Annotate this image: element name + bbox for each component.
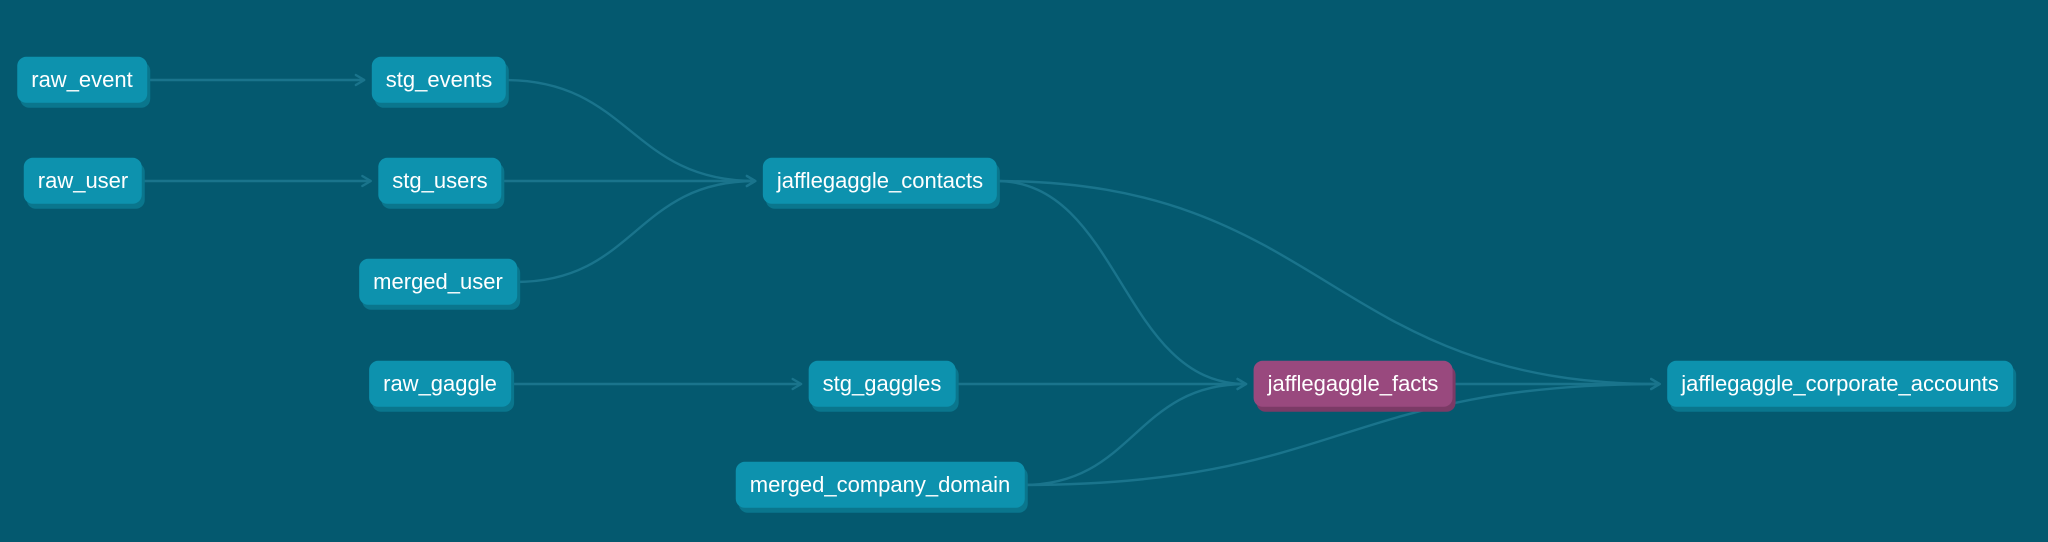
node-label: raw_user	[37, 167, 129, 193]
dag-node-stg_users[interactable]: stg_users	[378, 157, 502, 205]
node-label: stg_users	[392, 167, 488, 193]
edge-merged_company_domain-to-jafflegaggle_facts	[1022, 377, 1248, 487]
node-label: jafflegaggle_facts	[1267, 370, 1439, 396]
node-label: raw_gaggle	[383, 370, 497, 396]
dag-node-raw_event[interactable]: raw_event	[17, 56, 147, 104]
node-label: raw_event	[31, 66, 133, 92]
edge-jafflegaggle_contacts-to-jafflegaggle_facts	[994, 179, 1248, 391]
node-label: stg_gaggles	[822, 370, 942, 396]
dag-node-jafflegaggle_facts[interactable]: jafflegaggle_facts	[1253, 360, 1453, 408]
dag-node-raw_gaggle[interactable]: raw_gaggle	[369, 360, 511, 408]
edge-stg_events-to-jafflegaggle_contacts	[504, 78, 757, 188]
node-label: merged_company_domain	[749, 471, 1011, 497]
node-label: jafflegaggle_contacts	[776, 167, 984, 193]
edge-merged_company_domain-to-jafflegaggle_corporate_accounts	[1022, 377, 1661, 487]
node-label: jafflegaggle_corporate_accounts	[1681, 370, 1999, 396]
edge-jafflegaggle_contacts-to-jafflegaggle_corporate_accounts	[994, 179, 1661, 391]
dag-node-jafflegaggle_corporate_accounts[interactable]: jafflegaggle_corporate_accounts	[1667, 360, 2013, 408]
node-label: merged_user	[373, 268, 503, 294]
dag-node-stg_events[interactable]: stg_events	[371, 56, 507, 104]
dag-node-raw_user[interactable]: raw_user	[23, 157, 143, 205]
node-label: stg_events	[385, 66, 493, 92]
dag-node-jafflegaggle_contacts[interactable]: jafflegaggle_contacts	[762, 157, 998, 205]
dag-node-stg_gaggles[interactable]: stg_gaggles	[808, 360, 956, 408]
edge-merged_user-to-jafflegaggle_contacts	[514, 174, 757, 284]
dag-node-merged_company_domain[interactable]: merged_company_domain	[735, 461, 1025, 509]
dag-node-merged_user[interactable]: merged_user	[359, 258, 517, 306]
